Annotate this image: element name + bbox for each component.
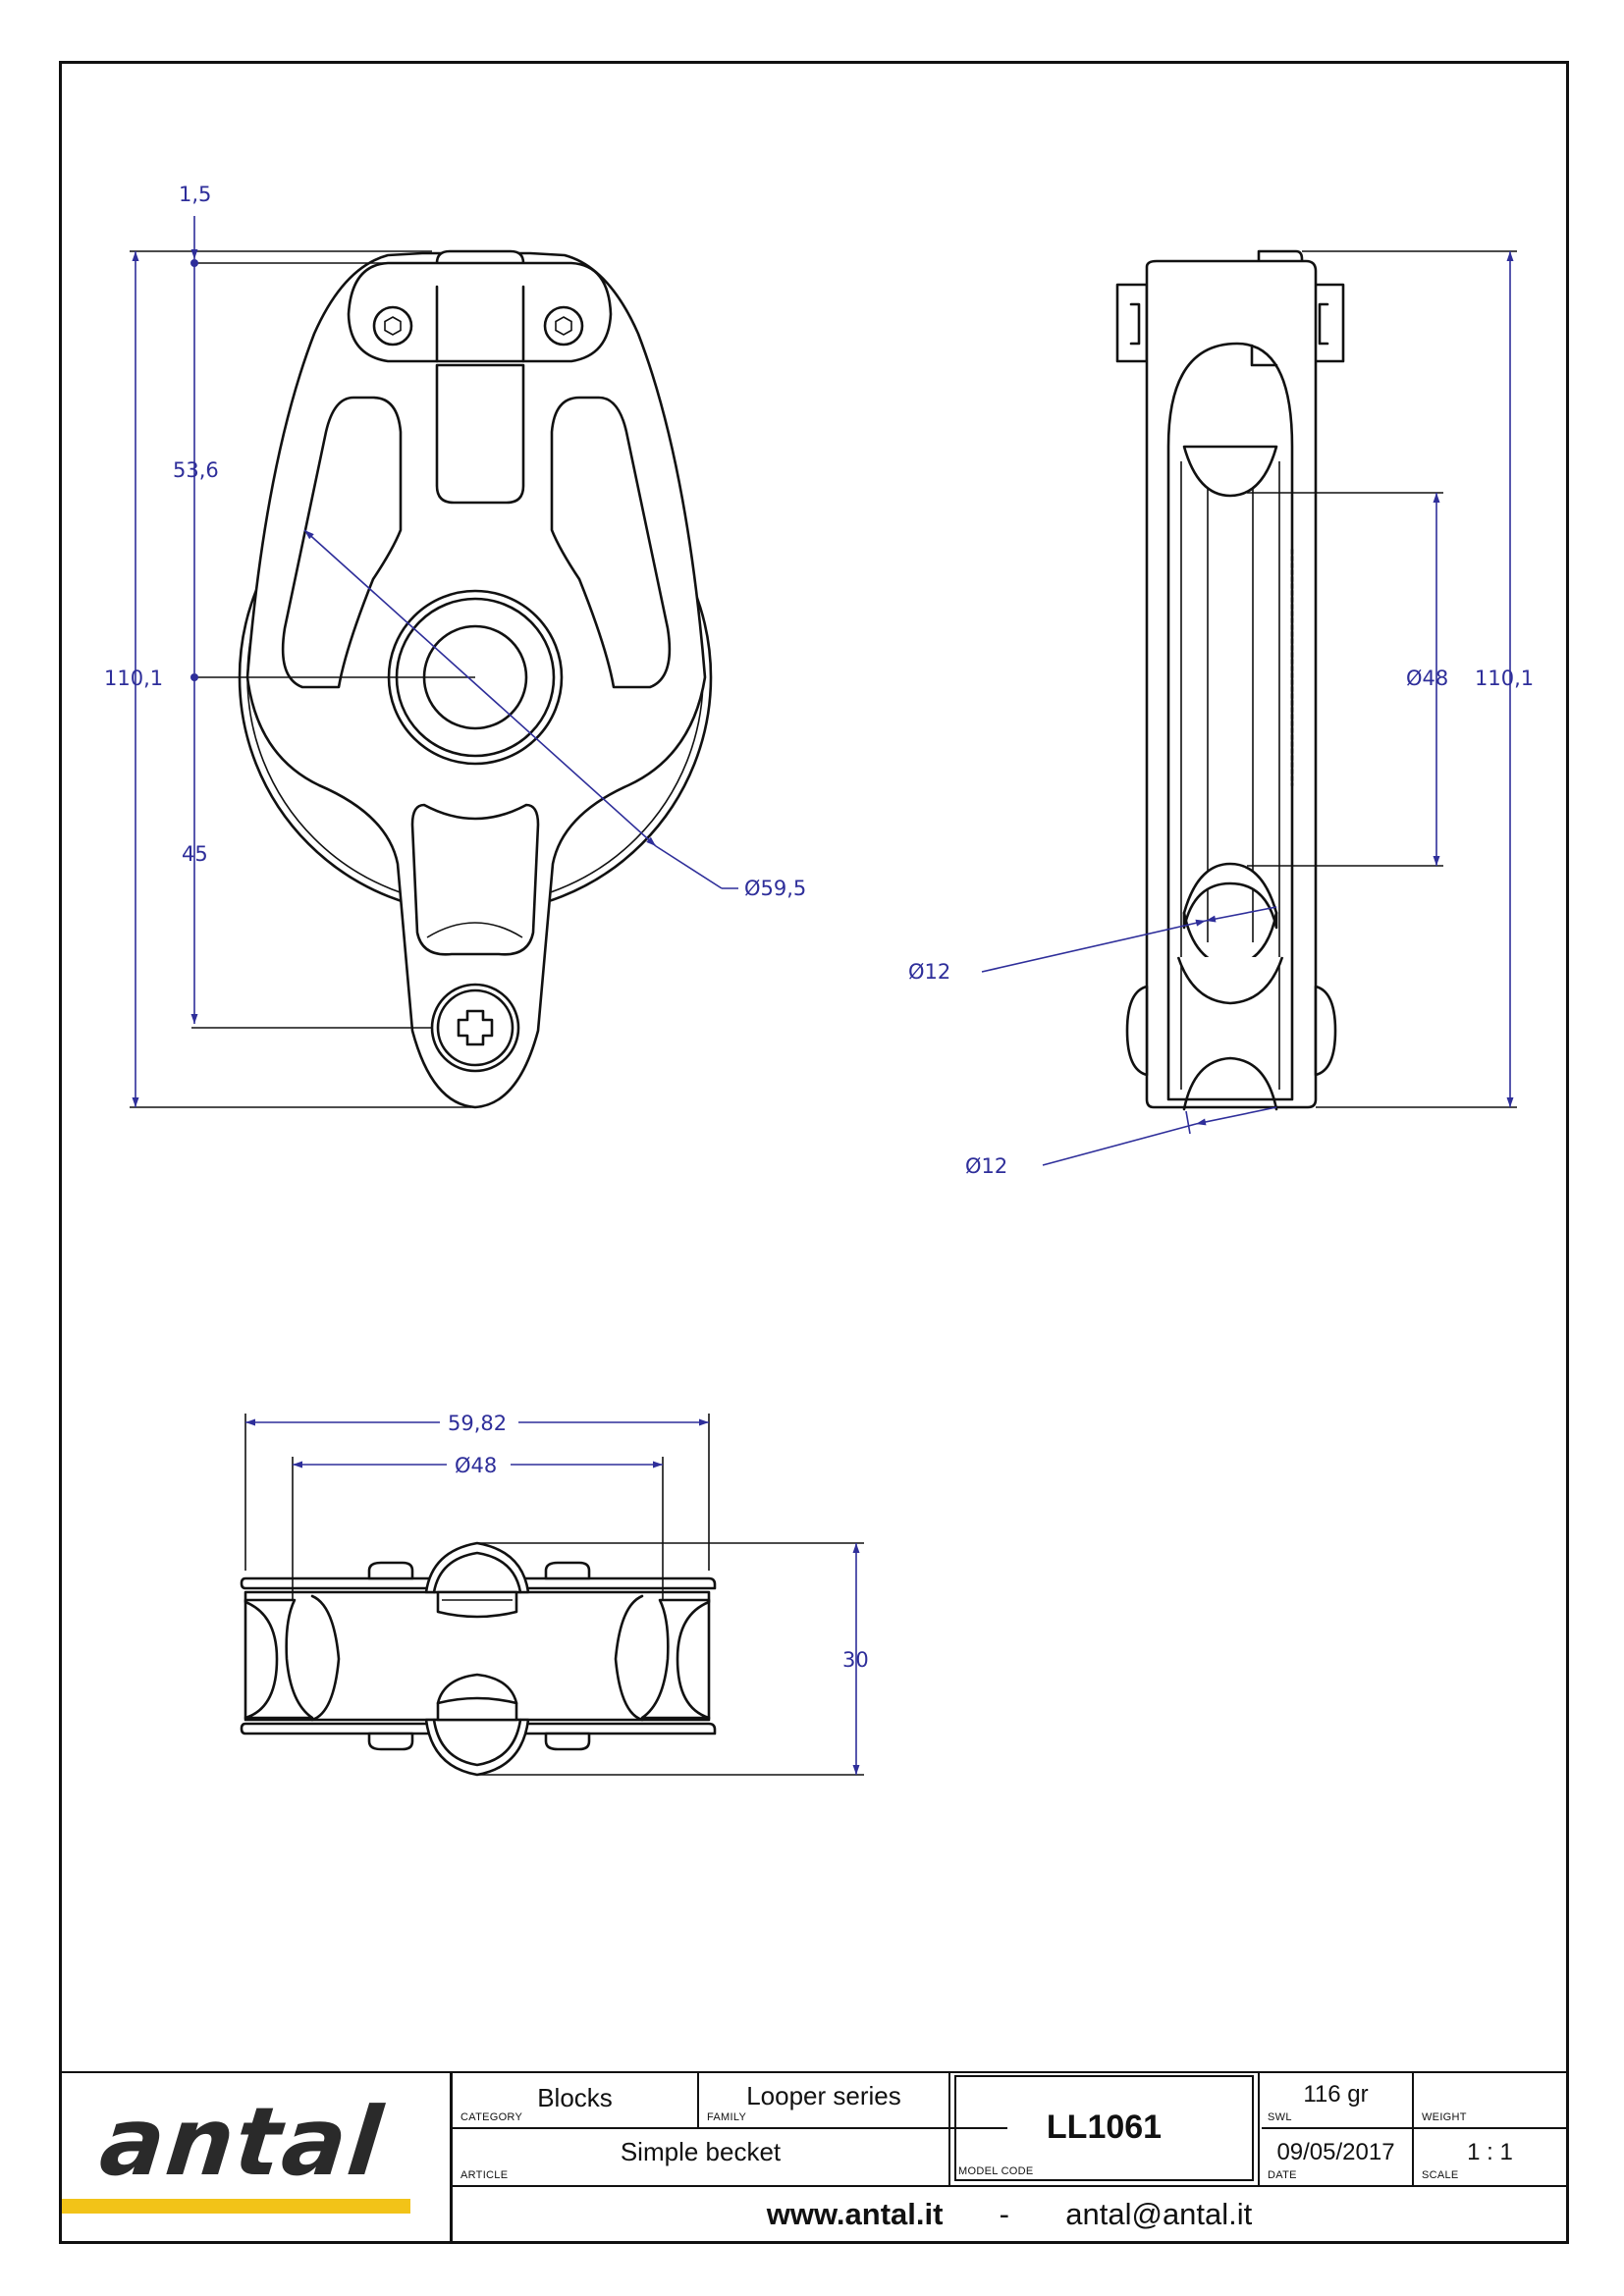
contact-row: www.antal.it - antal@antal.it — [453, 2187, 1566, 2241]
dim-side-hole-lower: Ø12 — [965, 1154, 1007, 1178]
antal-logo: antal — [95, 2087, 389, 2197]
tb-divider-2 — [948, 2071, 950, 2185]
dim-bottom-outer-width: 59,82 — [448, 1412, 507, 1435]
dim-bottom-height: 30 — [842, 1648, 869, 1672]
tb-top-border — [62, 2071, 1566, 2073]
article-value: Simple becket — [620, 2137, 782, 2166]
tb-divider-3 — [1258, 2071, 1260, 2185]
bottom-view — [240, 1414, 864, 1777]
scale-cell: 1 : 1 SCALE — [1414, 2129, 1566, 2185]
technical-drawing: 1,5 53,6 110,1 45 Ø59,5 — [104, 183, 1534, 1777]
scale-caption: SCALE — [1422, 2169, 1459, 2181]
weight-cell: WEIGHT — [1414, 2073, 1566, 2127]
scale-value: 1 : 1 — [1467, 2139, 1513, 2165]
dim-front-total: 110,1 — [104, 667, 163, 690]
website-link[interactable]: www.antal.it — [766, 2197, 944, 2231]
category-caption: CATEGORY — [460, 2111, 523, 2123]
side-view — [981, 249, 1517, 1166]
dim-sheave-diameter: Ø59,5 — [744, 877, 806, 900]
dim-side-total: 110,1 — [1475, 667, 1534, 690]
email-link[interactable]: antal@antal.it — [1065, 2197, 1253, 2231]
tb-logo-divider — [450, 2071, 453, 2241]
drawing-frame — [59, 61, 1569, 2244]
date-cell: 09/05/2017 DATE — [1260, 2129, 1412, 2185]
model-code-caption: MODEL CODE — [958, 2165, 1034, 2177]
date-caption: DATE — [1268, 2169, 1297, 2181]
family-value: Looper series — [746, 2081, 901, 2110]
category-value: Blocks — [537, 2083, 613, 2112]
swl-caption: SWL — [1268, 2111, 1292, 2123]
family-cell: Looper series FAMILY — [699, 2073, 948, 2127]
swl-value: 116 gr — [1303, 2081, 1369, 2108]
title-block: antal Blocks CATEGORY Looper series FAMI… — [62, 2071, 1566, 2241]
dim-front-lower: 45 — [182, 842, 208, 866]
logo-yellow-bar — [62, 2199, 410, 2214]
weight-caption: WEIGHT — [1422, 2111, 1467, 2123]
dim-front-upper: 53,6 — [173, 458, 219, 482]
contact-separator: - — [999, 2197, 1009, 2231]
model-code-cell: LL1061 MODEL CODE — [950, 2073, 1258, 2185]
tb-mid-line-left — [450, 2127, 1007, 2129]
tb-divider-4 — [1412, 2071, 1414, 2185]
swl-cell: 116 gr SWL — [1260, 2073, 1412, 2127]
dim-front-top-offset: 1,5 — [179, 183, 211, 206]
date-value: 09/05/2017 — [1276, 2139, 1395, 2165]
article-caption: ARTICLE — [460, 2169, 509, 2181]
logo-area: antal — [62, 2073, 448, 2241]
model-code-box — [954, 2075, 1254, 2181]
tb-divider-1 — [697, 2071, 699, 2128]
dim-bottom-inner-diameter: Ø48 — [455, 1454, 497, 1477]
category-cell: Blocks CATEGORY — [453, 2073, 697, 2127]
model-code-value: LL1061 — [1046, 2109, 1163, 2146]
tb-mid-line-right — [1262, 2127, 1566, 2129]
article-cell: Simple becket ARTICLE — [453, 2129, 948, 2185]
dim-side-sheave-inner: Ø48 — [1406, 667, 1448, 690]
front-view — [130, 216, 738, 1109]
dim-side-hole-upper: Ø12 — [908, 960, 950, 984]
tb-bottom-line — [450, 2185, 1566, 2187]
family-caption: FAMILY — [707, 2111, 747, 2123]
